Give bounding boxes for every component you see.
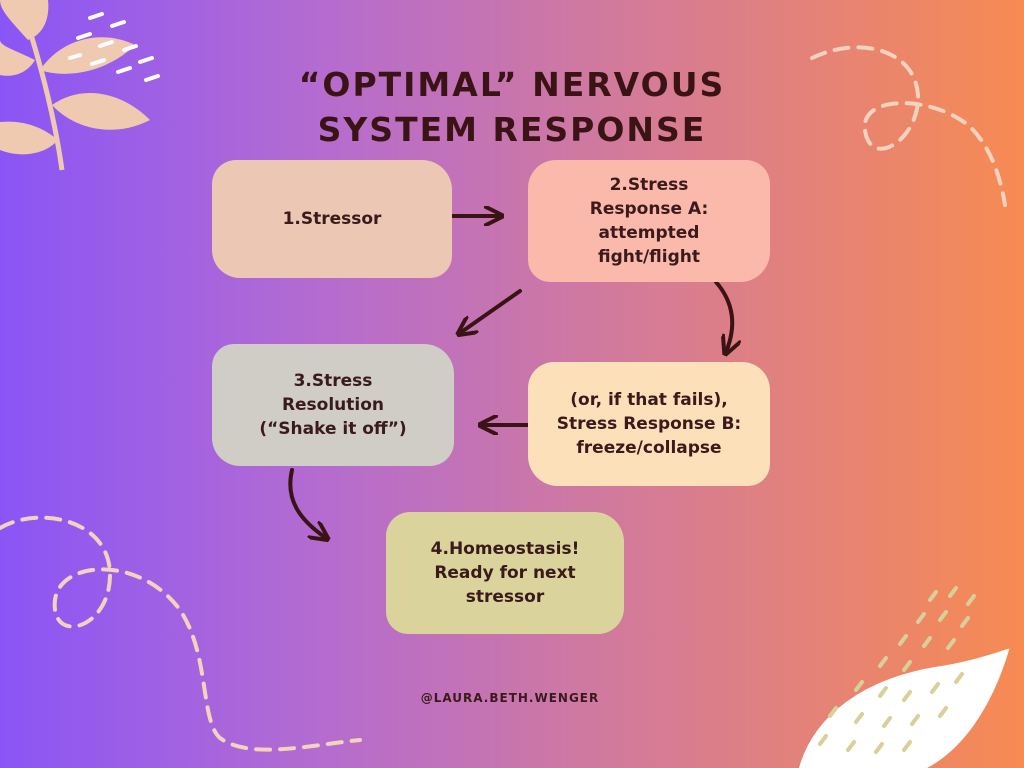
node-text: fight/flight [597,247,701,267]
node-homeostasis: 4.Homeostasis! Ready for next stressor [386,512,624,634]
node-text: freeze/collapse [576,438,722,458]
node-resolution: 3.Stress Resolution (“Shake it off”) [212,344,454,466]
node-text: Ready for next [434,563,576,583]
arrow-response-a-to-response-b [714,280,732,352]
node-stressor: 1.Stressor [212,160,452,278]
node-text: (“Shake it off”) [259,419,407,439]
title-line-1: “OPTIMAL” NERVOUS [298,65,726,104]
node-text: 4.Homeostasis! [430,539,580,559]
arrow-response-a-to-resolution [460,289,522,333]
node-text: 2.Stress [609,175,689,195]
node-text: attempted [598,223,700,243]
node-text: Response A: [589,199,709,219]
node-response-b: (or, if that fails), Stress Response B: … [528,362,770,486]
node-text: 1.Stressor [282,209,382,229]
node-response-a: 2.Stress Response A: attempted fight/fli… [528,160,770,282]
title-line-2: SYSTEM RESPONSE [317,110,707,149]
arrow-resolution-to-homeostasis [288,468,326,538]
dash-marks-top-left [68,12,160,82]
dash-marks-bottom-right [818,586,976,754]
node-text: 3.Stress [293,371,373,391]
dashed-loop-top-right [810,45,1007,207]
node-text: Resolution [281,395,385,415]
leaf-branch-decoration [0,0,150,171]
node-text: Stress Response B: [556,414,742,434]
node-text: stressor [465,587,545,607]
page-title: “OPTIMAL” NERVOUS SYSTEM RESPONSE [262,62,762,152]
author-credit: @LAURA.BETH.WENGER [420,691,600,705]
dashed-loop-bottom-left [0,515,362,752]
node-text: (or, if that fails), [570,390,728,410]
